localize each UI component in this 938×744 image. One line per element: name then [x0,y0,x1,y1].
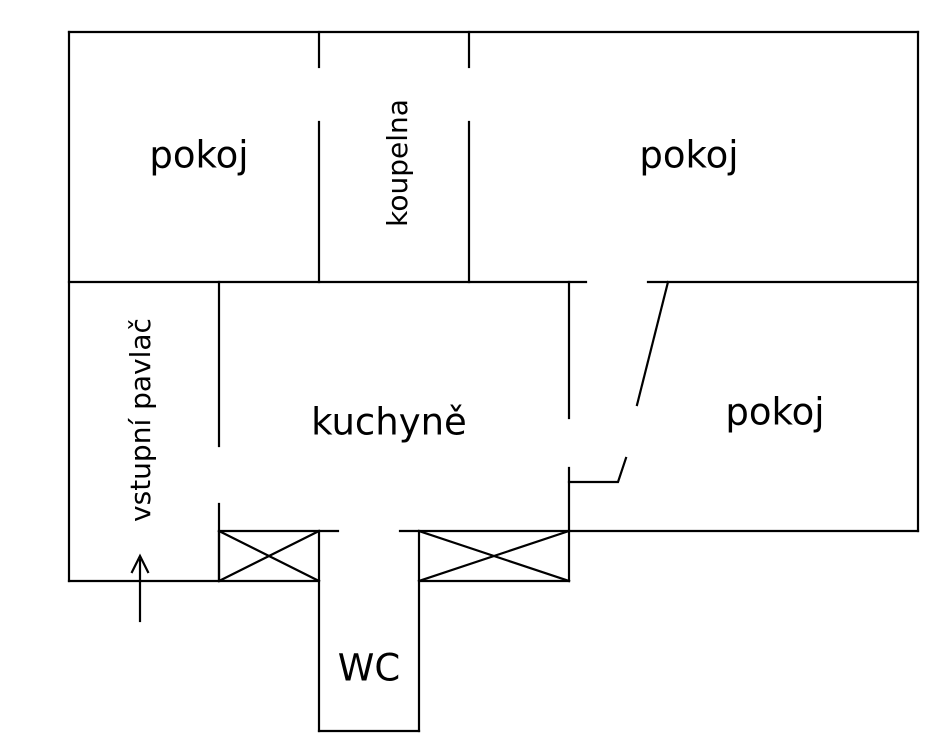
room-label-kitchen: kuchyně [311,400,467,444]
room-label-entry-gallery: vstupní pavlač [124,318,157,522]
room-label-right: pokoj [725,390,825,434]
entrance-arrow-icon [130,553,150,623]
room-label-top-left: pokoj [149,133,249,177]
cross-box-icon [217,529,321,583]
diagonal-wall-upper [635,280,670,407]
room-label-bathroom: koupelna [381,99,414,227]
diagonal-wall-lower [567,456,628,484]
room-label-toilet: WC [337,646,401,690]
cross-box-icon [417,529,571,583]
room-label-top-right: pokoj [639,133,739,177]
